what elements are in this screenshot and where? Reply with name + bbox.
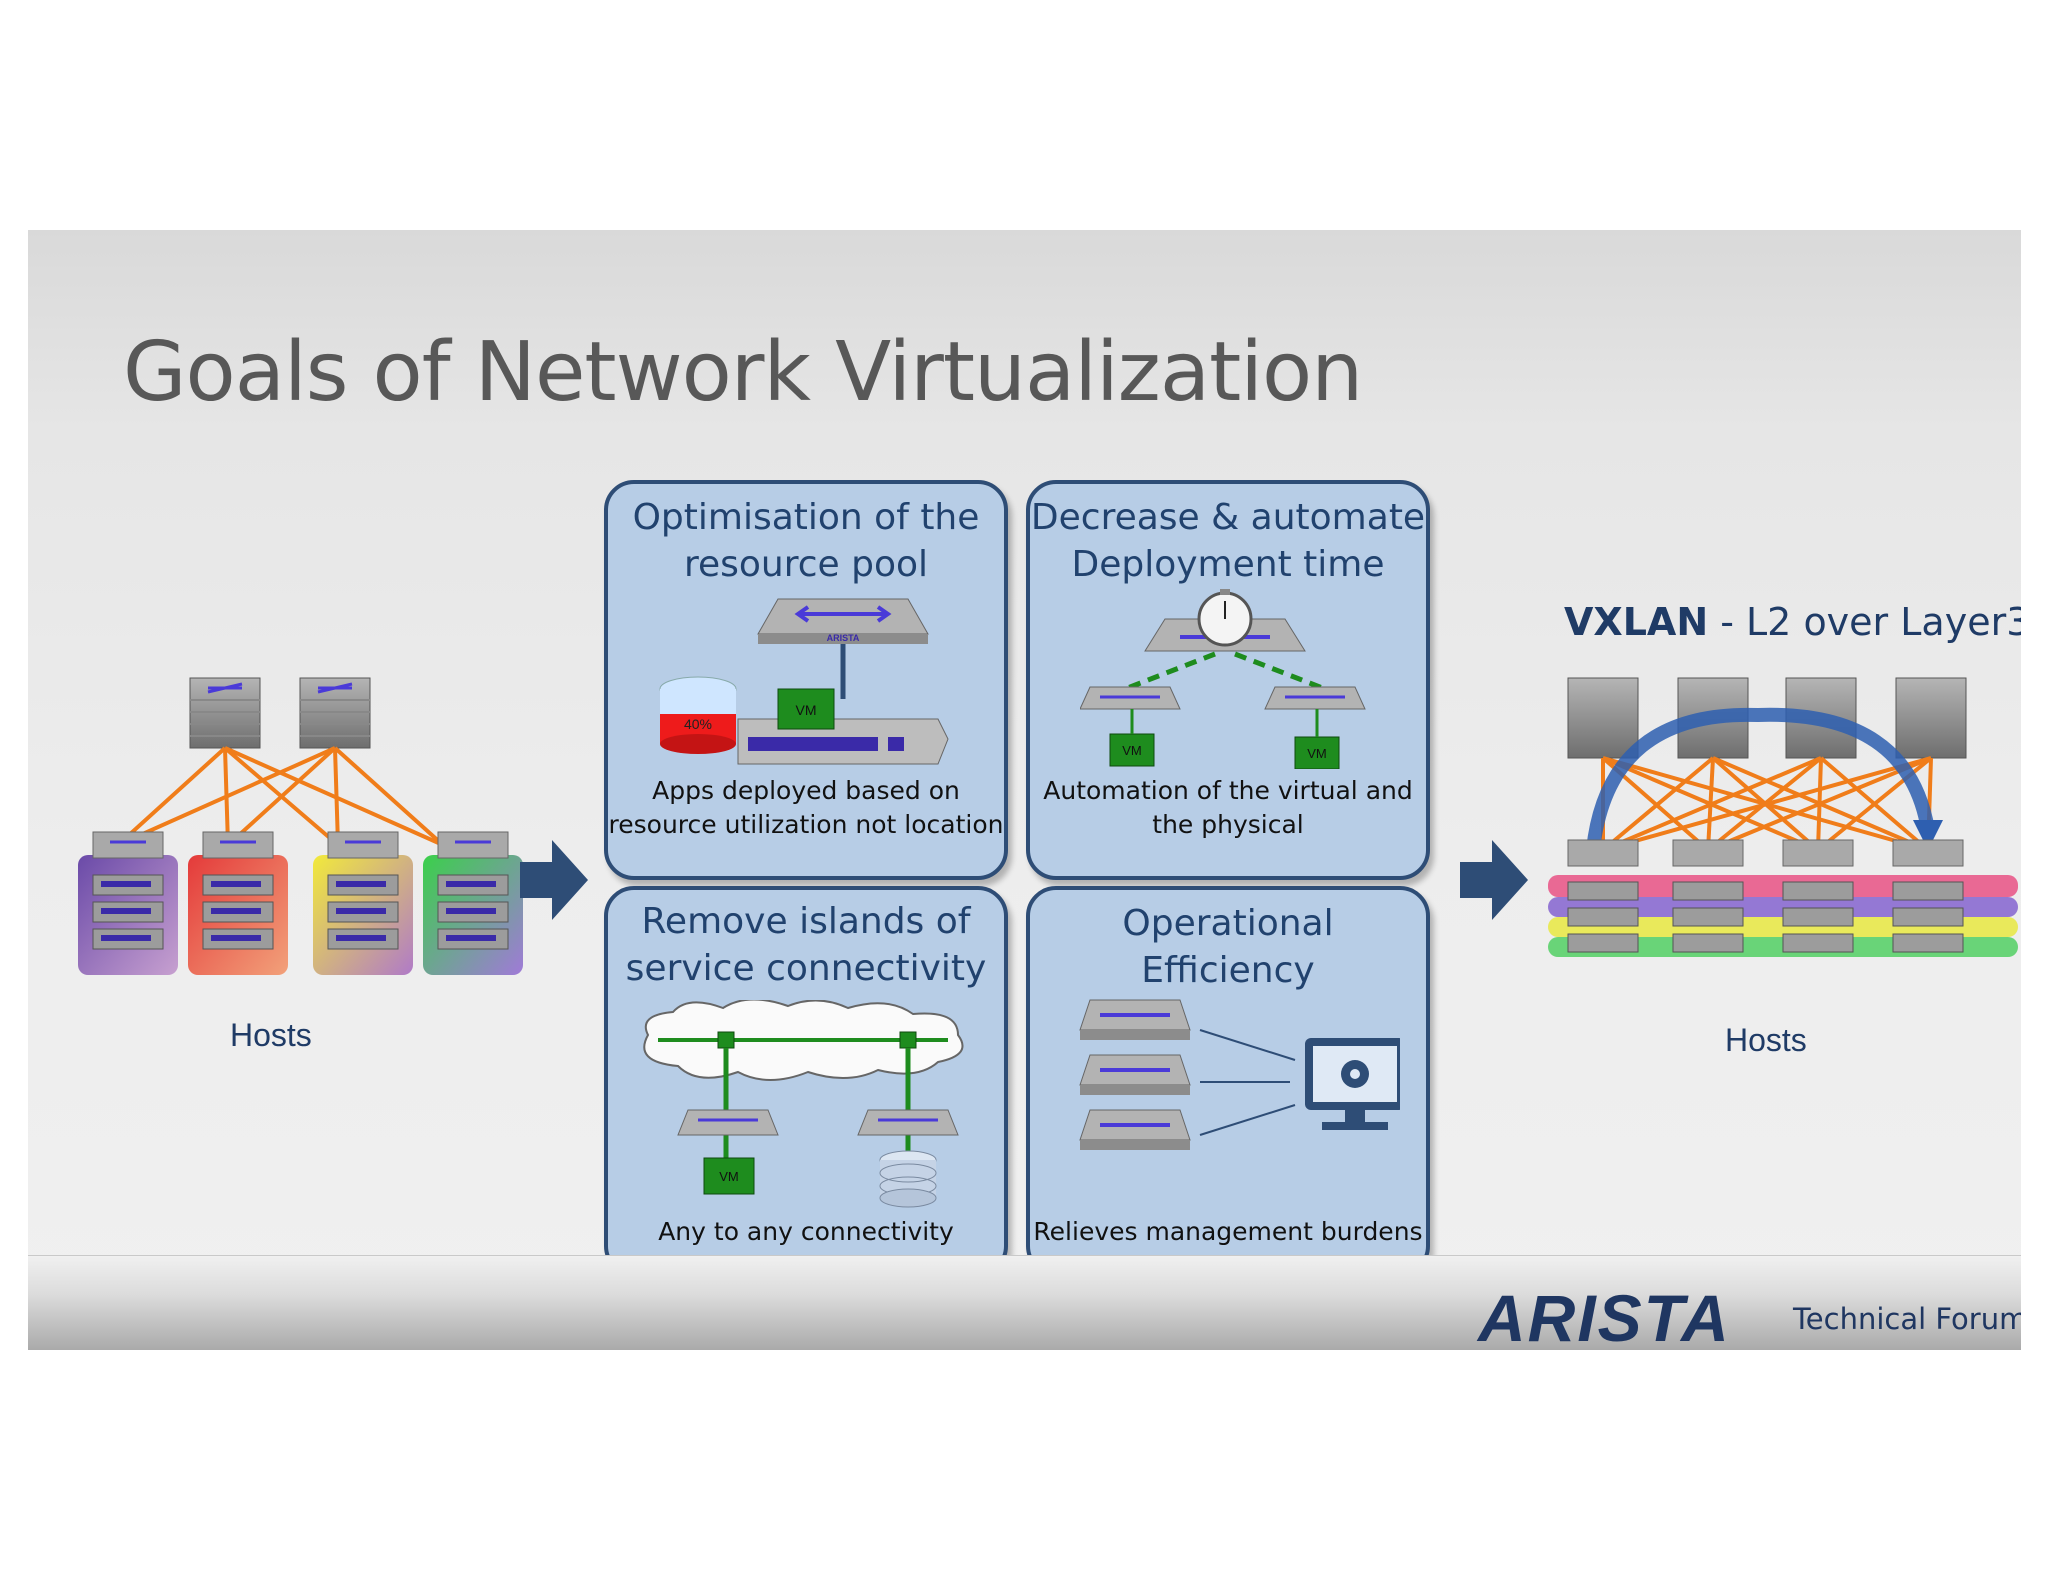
panel-caption-line: Any to any connectivity: [658, 1217, 954, 1246]
database-icon: [879, 1150, 937, 1208]
monitor-icon: [1305, 1038, 1400, 1130]
vxlan-network-diagram: [1548, 677, 2018, 957]
leaf-switch: [92, 831, 509, 859]
vm-label: VM: [719, 1169, 739, 1184]
vm-label: VM: [1122, 743, 1142, 758]
arista-logo: ARISTA: [1478, 1281, 1731, 1350]
right-arrow-icon: [1460, 840, 1528, 920]
deployment-illustration: VM VM: [1080, 589, 1366, 769]
footer-tagline: Technical Forum: [1793, 1302, 2021, 1336]
panel-title-line: Optimisation of the: [632, 497, 980, 538]
panel-operational-efficiency: Operational Efficiency: [1026, 886, 1430, 1276]
server-front-panels: [101, 881, 496, 941]
vxlan-bold: VXLAN: [1564, 600, 1709, 644]
panel-title-line: Decrease & automate: [1030, 497, 1426, 538]
vxlan-heading: VXLAN - L2 over Layer3: [1564, 600, 2021, 644]
switch-brand-text: ARISTA: [827, 633, 860, 643]
panel-title-line: Remove islands of: [641, 901, 971, 942]
panel-resource-pool: Optimisation of the resource pool ARISTA…: [604, 480, 1008, 880]
footer-bar: [28, 1255, 2021, 1350]
connectivity-illustration: VM: [643, 1000, 964, 1208]
management-arrows: [1199, 1029, 1296, 1136]
dashed-links: [1124, 651, 1326, 692]
panel-caption-line: Relieves management burdens: [1033, 1217, 1423, 1246]
slide: Goals of Network Virtualization: [28, 230, 2021, 1350]
panel-title-line: service connectivity: [625, 948, 987, 989]
spine-switch: [189, 677, 261, 749]
spine-switch: [299, 677, 371, 749]
panel-title-line: resource pool: [683, 544, 929, 585]
orange-links: [1601, 756, 1933, 852]
vxlan-tunnel-arrow: [1586, 707, 1935, 851]
right-arrow-icon: [520, 840, 588, 920]
stacked-switches: [1079, 999, 1191, 1150]
panel-caption-line: Apps deployed based on: [652, 776, 960, 805]
right-hosts-label: Hosts: [1725, 1022, 1807, 1058]
orange-links: [116, 746, 445, 847]
resource-pool-illustration: ARISTA VM 40%: [659, 598, 949, 765]
left-hosts-label: Hosts: [230, 1017, 312, 1053]
vxlan-rest: - L2 over Layer3: [1708, 600, 2021, 644]
panel-caption-line: resource utilization not location: [608, 810, 1004, 839]
management-illustration: [1079, 999, 1400, 1150]
vm-label: VM: [1307, 746, 1327, 761]
panel-service-connectivity: Remove islands of service connectivity V…: [604, 886, 1008, 1276]
panel-caption-line: the physical: [1152, 810, 1304, 839]
slide-title: Goals of Network Virtualization: [123, 325, 1363, 420]
panel-title-line: Deployment time: [1071, 544, 1385, 585]
panel-title-line: Operational Efficiency: [1122, 903, 1334, 991]
server-units: [92, 874, 509, 950]
panel-caption-line: Automation of the virtual and: [1043, 776, 1413, 805]
server-units: [1567, 881, 1964, 953]
vm-label: VM: [796, 702, 817, 718]
left-network-diagram: [78, 677, 523, 975]
panel-deployment-time: Decrease & automate Deployment time VM V…: [1026, 480, 1430, 880]
leaf-switches: [1567, 839, 1964, 867]
gauge-label: 40%: [684, 716, 712, 732]
